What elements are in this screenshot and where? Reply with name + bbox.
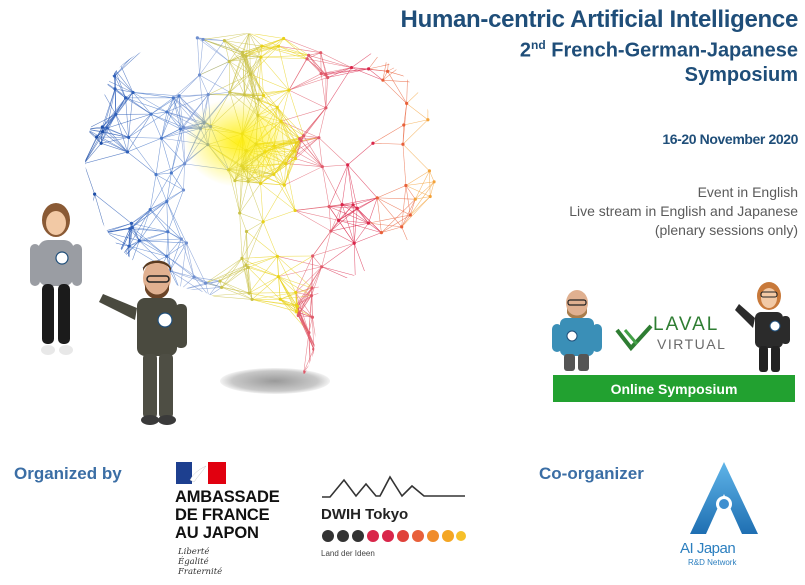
- avatar-woman-right: [735, 282, 790, 372]
- online-symposium-banner: Online Symposium: [553, 375, 795, 402]
- title-line-2-rest: French-German-Japanese: [545, 39, 798, 62]
- laval-logo-top: LAVAL: [653, 314, 720, 335]
- info-language: Event in English: [697, 184, 798, 200]
- ambassade-line-3: AU JAPON: [175, 524, 259, 542]
- info-plenary-note: (plenary sessions only): [654, 222, 798, 238]
- event-dates: 16-20 November 2020: [662, 131, 798, 147]
- title-line-2: 2nd French-German-Japanese: [278, 38, 798, 63]
- ambassade-line-1: AMBASSADE: [175, 488, 280, 506]
- title-ordinal-number: 2: [519, 39, 531, 62]
- dwih-tagline: Land der Ideen: [321, 549, 375, 558]
- co-organizer-label: Co-organizer: [539, 464, 644, 483]
- ai-japan-logo: [690, 462, 758, 534]
- event-info: Event in English Live stream in English …: [378, 183, 798, 240]
- organized-by-label: Organized by: [14, 464, 122, 483]
- ambassade-name: AMBASSADE DE FRANCE AU JAPON: [175, 488, 280, 542]
- title-line-3: Symposium: [684, 64, 798, 86]
- avatar-man-left: [99, 260, 187, 425]
- laval-check-logo: [615, 324, 653, 352]
- brain-highlight: [184, 97, 294, 187]
- info-livestream: Live stream in English and Japanese: [569, 203, 798, 219]
- french-flag-logo: [176, 462, 226, 484]
- motto-liberte: Liberté: [178, 547, 210, 557]
- dwih-dots-icon: [322, 530, 466, 542]
- ai-japan-name: AI Japan: [680, 540, 736, 557]
- ambassade-line-2: DE FRANCE: [175, 506, 270, 524]
- title-ordinal-suffix: nd: [531, 38, 546, 52]
- ambassade-motto: Liberté Égalité Fraternité: [178, 547, 222, 577]
- avatar-man-right: [552, 290, 602, 371]
- brain-network-graphic: [85, 32, 436, 374]
- dwih-roof-icon: [322, 475, 465, 498]
- motto-fraternite: Fraternité: [178, 567, 223, 577]
- avatar-woman-left: [30, 203, 82, 355]
- motto-egalite: Égalité: [178, 557, 209, 567]
- brain-shadow: [220, 368, 330, 394]
- dwih-name: DWIH Tokyo: [321, 506, 409, 523]
- title-line-1: Human-centric Artificial Intelligence: [400, 6, 799, 33]
- laval-logo-bottom: VIRTUAL: [657, 336, 727, 352]
- ai-japan-subtitle: R&D Network: [688, 558, 737, 567]
